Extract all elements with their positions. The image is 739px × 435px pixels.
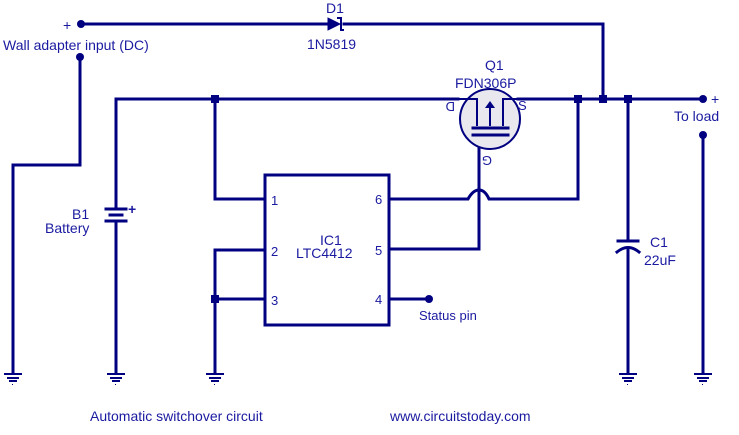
wire-pin2-ground xyxy=(213,248,267,375)
mosfet-drain-lead xyxy=(458,98,478,126)
junctions xyxy=(76,20,707,303)
terminal-load-negative xyxy=(699,131,707,139)
mosfet-q1: Q1 FDN306P D S G xyxy=(446,57,527,168)
mosfet-source-lead xyxy=(502,98,518,126)
junction-rail-pin1 xyxy=(211,95,219,103)
ground-icon xyxy=(4,373,22,385)
diagram-title: Automatic switchover circuit xyxy=(90,408,263,424)
battery-b1: + B1 Battery xyxy=(45,198,136,236)
ic-ref: IC1 xyxy=(320,232,342,248)
wire-adapter-negative-ground xyxy=(11,55,82,375)
battery-name: Battery xyxy=(45,220,89,236)
ground-icon xyxy=(619,373,637,385)
ground-symbols xyxy=(4,373,712,385)
ic-pin-5: 5 xyxy=(375,243,382,258)
ic-pin-3: 3 xyxy=(271,293,278,308)
status-pin-label: Status pin xyxy=(419,308,477,323)
mosfet-gate-label: G xyxy=(482,153,492,168)
capacitor-c1: C1 22uF xyxy=(614,234,676,268)
battery-polarity: + xyxy=(128,201,136,217)
adapter-polarity-label: + xyxy=(63,17,71,33)
load-polarity-label: + xyxy=(711,91,719,107)
junction-capacitor xyxy=(624,95,632,103)
junction-pin2-pin3 xyxy=(211,295,219,303)
capacitor-plate-curved xyxy=(614,246,642,255)
load-label: To load xyxy=(674,108,719,124)
wires xyxy=(11,22,705,375)
ic-pin-2: 2 xyxy=(271,244,278,259)
ground-icon xyxy=(206,373,224,385)
diode-part: 1N5819 xyxy=(307,36,356,52)
website-label: www.circuitstoday.com xyxy=(389,408,531,424)
capacitor-ref: C1 xyxy=(650,234,668,250)
ic-pin-1: 1 xyxy=(271,193,278,208)
terminal-load-positive xyxy=(699,95,707,103)
wire-rail-to-pin1 xyxy=(213,97,267,201)
ic-body xyxy=(263,173,391,327)
ic-pin-6: 6 xyxy=(375,192,382,207)
terminal-status-pin xyxy=(425,295,433,303)
ic-pin-4: 4 xyxy=(375,292,382,307)
junction-pin6-source xyxy=(574,95,582,103)
diode-ref: D1 xyxy=(326,0,344,16)
ic-part: LTC4412 xyxy=(296,245,353,261)
diode-d1: D1 1N5819 xyxy=(307,0,356,52)
schottky-diode-icon xyxy=(327,17,342,31)
terminal-adapter-positive xyxy=(77,20,85,28)
wire-battery-rail xyxy=(114,97,460,209)
mosfet-part: FDN306P xyxy=(455,75,516,91)
schottky-bar-icon xyxy=(337,17,344,31)
junction-diode-output xyxy=(599,95,607,103)
ground-icon xyxy=(107,373,125,385)
mosfet-arrow-icon xyxy=(485,101,495,108)
ground-icon xyxy=(694,373,712,385)
wire-pin5-to-gate xyxy=(387,142,481,251)
ic1-ltc4412: 1 2 3 6 5 4 IC1 LTC4412 xyxy=(263,173,391,327)
adapter-label: Wall adapter input (DC) xyxy=(3,37,149,53)
capacitor-value: 22uF xyxy=(644,252,676,268)
battery-ref: B1 xyxy=(72,206,89,222)
mosfet-ref: Q1 xyxy=(485,57,504,73)
mosfet-drain-label: D xyxy=(446,99,455,114)
terminal-adapter-negative xyxy=(76,53,84,61)
wire-diode-to-output xyxy=(342,22,605,101)
mosfet-source-label: S xyxy=(518,98,527,113)
